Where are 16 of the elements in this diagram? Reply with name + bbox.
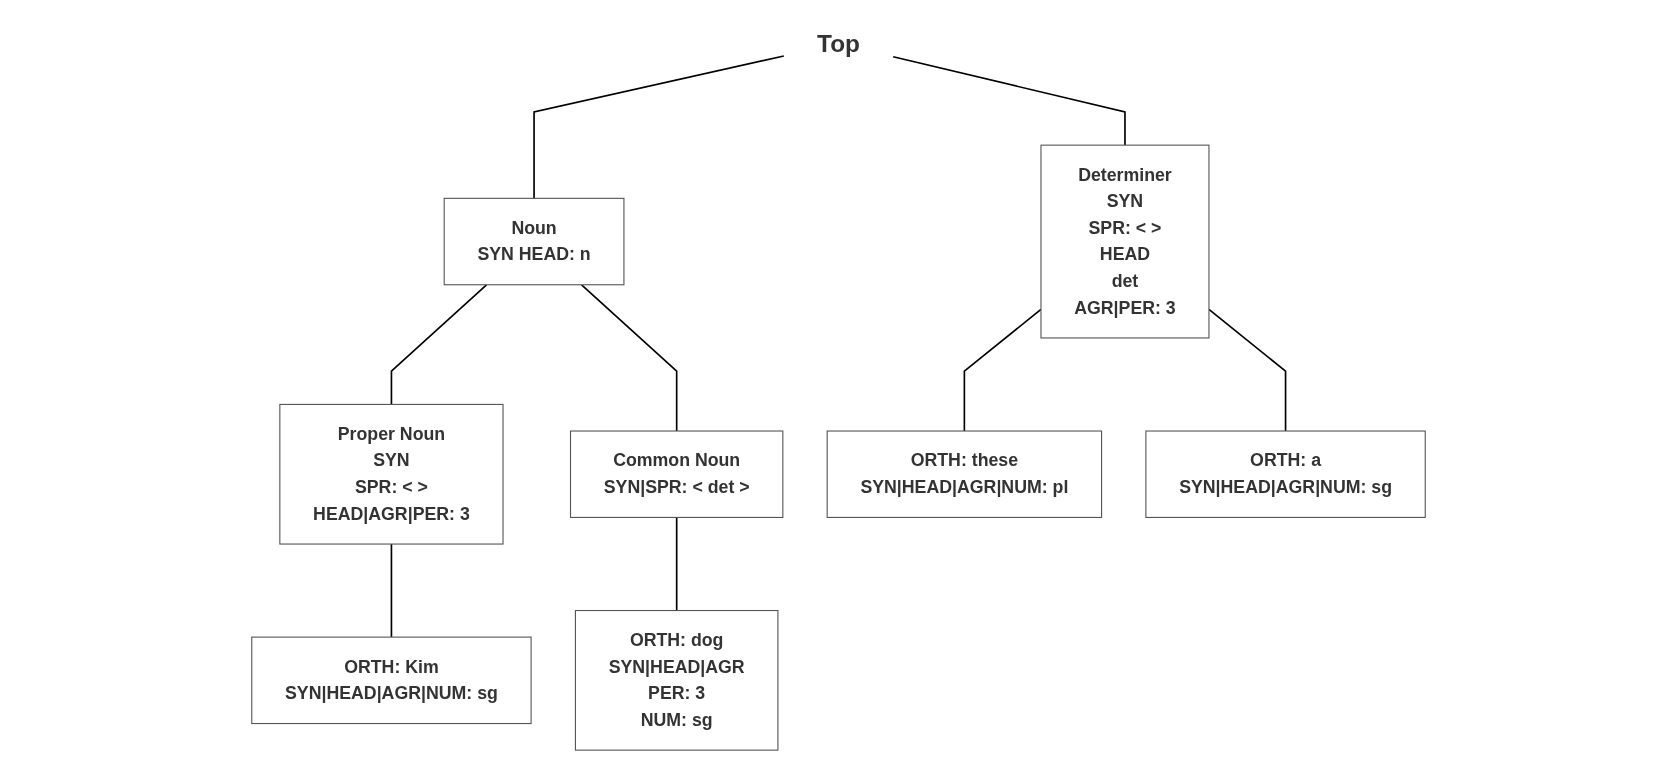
connector — [390, 543, 393, 638]
connector — [1208, 308, 1287, 432]
connector — [580, 283, 678, 432]
node-box: ORTH: a SYN|HEAD|AGR|NUM: sg — [1145, 430, 1426, 518]
connector — [892, 55, 1126, 146]
node-box: ORTH: dog SYN|HEAD|AGR PER: 3 NUM: sg — [574, 609, 779, 751]
connector — [675, 516, 678, 612]
connector — [533, 55, 785, 200]
node-box: Determiner SYN SPR: < > HEAD det AGR|PER: 3 — [1040, 144, 1210, 339]
node-box: Noun SYN HEAD: n — [443, 197, 625, 286]
node-box: Common Noun SYN|SPR: < det > — [569, 430, 784, 518]
node-box: ORTH: these SYN|HEAD|AGR|NUM: pl — [826, 430, 1103, 518]
node-box: Proper Noun SYN SPR: < > HEAD|AGR|PER: 3 — [279, 403, 504, 545]
connector — [390, 283, 488, 406]
node-text: Top — [817, 29, 860, 58]
node-box: ORTH: Kim SYN|HEAD|AGR|NUM: sg — [251, 636, 532, 725]
